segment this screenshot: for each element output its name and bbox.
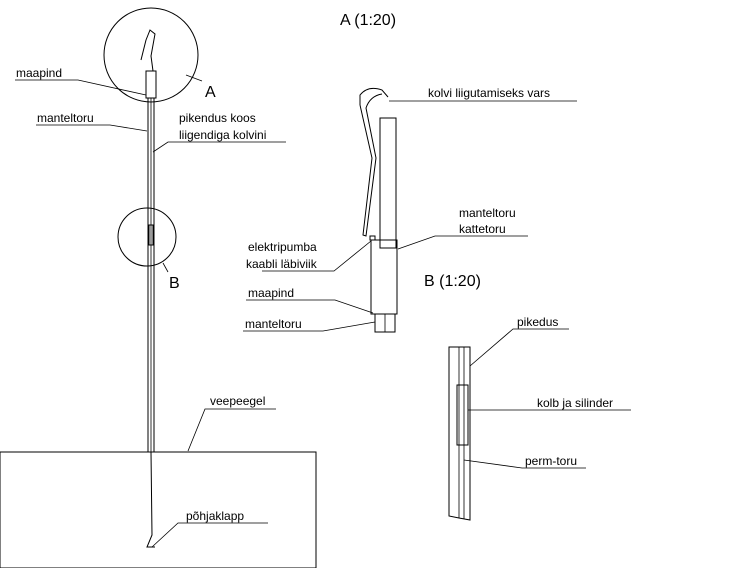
detail-b-pipe-outer — [448, 346, 471, 521]
detail-a-view: A (1:20) kolvi liigutamiseks vars mantel… — [243, 12, 577, 333]
detail-b-view: B (1:20) pikedus kolb ja silinder perm-t… — [424, 273, 631, 521]
title-detail-b: B (1:20) — [424, 273, 481, 290]
overview-top-cap — [145, 70, 157, 99]
label-manteltoru-a: manteltoru — [245, 317, 302, 331]
water-body — [0, 451, 317, 568]
label-elektri-1: elektripumba — [248, 240, 317, 254]
label-manteltoru: manteltoru — [37, 111, 94, 125]
label-elektri-2: kaabli läbiviik — [246, 257, 318, 271]
detail-a-handle — [359, 87, 389, 237]
leader-maapind-a — [246, 299, 374, 314]
inner-pipe — [146, 451, 155, 548]
label-maapind-a: maapind — [248, 286, 294, 300]
overview-handle — [140, 29, 156, 72]
label-manteltoru-a-2: kattetoru — [459, 222, 506, 236]
detail-b-piston — [456, 384, 469, 446]
leader-veepeegel — [187, 408, 276, 452]
leader-manteltoru-kattetoru — [397, 235, 528, 250]
overview-view: maapind manteltoru pikendus koos liigend… — [0, 7, 317, 568]
label-manteltoru-a-1: manteltoru — [459, 206, 516, 220]
detail-circle-b — [117, 207, 177, 267]
leader-pohjaklapp — [151, 522, 268, 548]
marker-a: A — [205, 84, 216, 101]
leader-elektri — [262, 240, 372, 272]
leader-marker-b — [162, 262, 169, 273]
leader-marker-a — [185, 74, 203, 82]
marker-b: B — [169, 275, 180, 292]
label-perm: perm-toru — [525, 454, 577, 468]
leader-maapind — [15, 79, 147, 96]
detail-a-casing — [370, 239, 398, 315]
leader-manteltoru-a — [243, 321, 376, 332]
leader-manteltoru — [36, 124, 148, 132]
leader-pikendus — [152, 141, 286, 153]
label-pohjaklapp: põhjaklapp — [186, 509, 244, 523]
label-kolb: kolb ja silinder — [537, 396, 613, 410]
label-maapind: maapind — [16, 66, 62, 80]
label-pikedus: pikedus — [517, 315, 558, 329]
detail-a-upper-pipe — [379, 117, 397, 249]
label-veepeegel: veepeegel — [210, 394, 265, 408]
label-pikendus-1: pikendus koos — [179, 111, 256, 125]
detail-a-cable-port — [369, 235, 376, 241]
overview-pipe-piston — [148, 224, 154, 246]
title-detail-a: A (1:20) — [340, 12, 396, 29]
leader-perm — [463, 459, 586, 469]
leader-pikedus — [469, 328, 569, 367]
label-kolvi-vars: kolvi liigutamiseks vars — [428, 86, 550, 100]
label-pikendus-2: liigendiga kolvini — [179, 128, 266, 142]
